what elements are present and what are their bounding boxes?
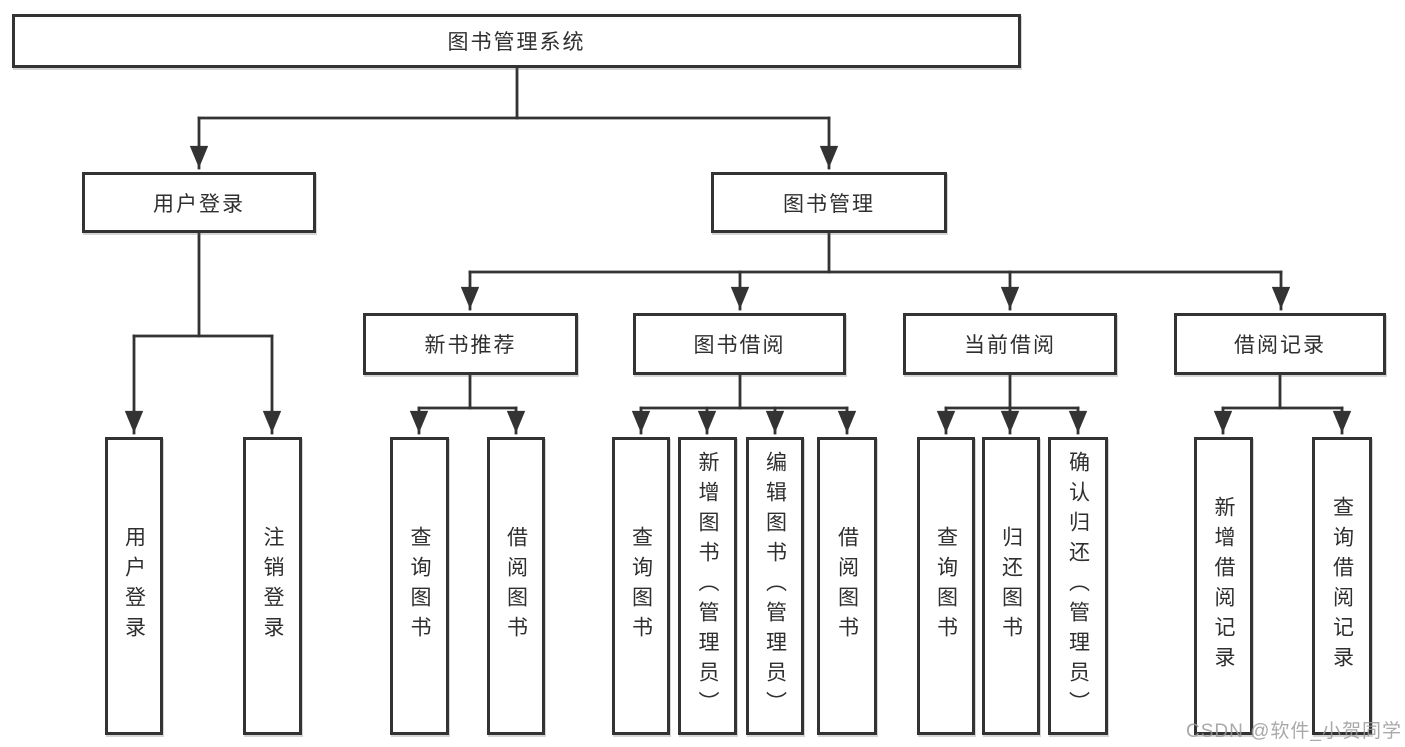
csdn-watermark: CSDN @软件_小贺同学 <box>1186 721 1402 742</box>
node-leaf-cb-confirm: 确认归还（管理员） <box>1048 437 1108 735</box>
node-new-book-rec: 新书推荐 <box>363 313 578 375</box>
node-borrow-records-label: 借阅记录 <box>1234 334 1326 357</box>
node-book-borrow-label: 图书借阅 <box>693 334 786 357</box>
node-book-mgmt: 图书管理 <box>711 172 947 233</box>
node-leaf-cb-return: 归还图书 <box>982 437 1040 735</box>
node-user-login: 用户登录 <box>82 172 316 233</box>
node-leaf-nbr-borrow: 借阅图书 <box>487 437 545 735</box>
node-leaf-cb-confirm-label: 确认归还（管理员） <box>1066 451 1090 721</box>
node-leaf-bb-query-label: 查询图书 <box>629 526 653 646</box>
node-current-borrow: 当前借阅 <box>903 313 1117 375</box>
node-leaf-logout: 注销登录 <box>243 437 302 735</box>
node-user-login-label: 用户登录 <box>153 192 245 216</box>
node-leaf-br-query-label: 查询借阅记录 <box>1330 496 1354 676</box>
node-book-borrow: 图书借阅 <box>633 313 846 375</box>
node-book-mgmt-label: 图书管理 <box>783 192 875 216</box>
node-borrow-records: 借阅记录 <box>1174 313 1386 375</box>
node-leaf-bb-borrow-label: 借阅图书 <box>835 526 859 646</box>
node-leaf-bb-add: 新增图书（管理员） <box>678 437 737 735</box>
node-leaf-nbr-query-label: 查询图书 <box>408 526 431 646</box>
node-leaf-cb-query: 查询图书 <box>917 437 975 735</box>
node-leaf-bb-query: 查询图书 <box>612 437 670 735</box>
node-new-book-rec-label: 新书推荐 <box>424 334 517 357</box>
node-leaf-cb-query-label: 查询图书 <box>934 526 958 646</box>
node-current-borrow-label: 当前借阅 <box>964 334 1056 357</box>
node-leaf-br-query: 查询借阅记录 <box>1312 437 1372 735</box>
node-root: 图书管理系统 <box>12 14 1021 68</box>
node-leaf-nbr-query: 查询图书 <box>390 437 449 735</box>
node-leaf-bb-borrow: 借阅图书 <box>817 437 877 735</box>
node-leaf-br-add-label: 新增借阅记录 <box>1212 496 1235 676</box>
node-leaf-login-label: 用户登录 <box>122 526 146 646</box>
node-leaf-bb-edit: 编辑图书（管理员） <box>746 437 804 735</box>
node-leaf-logout-label: 注销登录 <box>261 526 284 646</box>
node-leaf-nbr-borrow-label: 借阅图书 <box>504 526 528 646</box>
node-leaf-bb-edit-label: 编辑图书（管理员） <box>763 451 787 721</box>
node-leaf-br-add: 新增借阅记录 <box>1194 437 1253 735</box>
node-leaf-login: 用户登录 <box>105 437 163 735</box>
node-leaf-cb-return-label: 归还图书 <box>999 526 1023 646</box>
node-root-label: 图书管理系统 <box>447 31 586 54</box>
node-leaf-bb-add-label: 新增图书（管理员） <box>696 451 719 721</box>
